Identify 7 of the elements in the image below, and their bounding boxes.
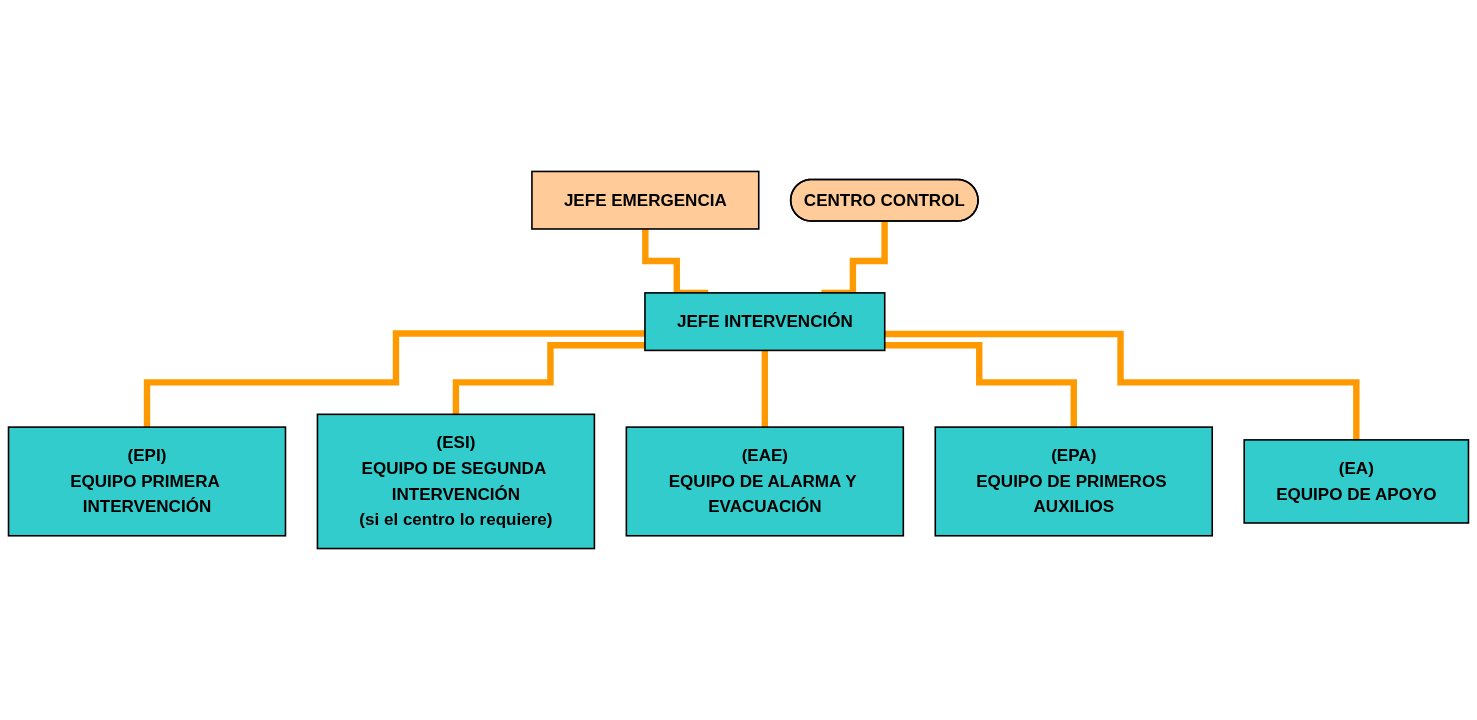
node-box: (EPA) EQUIPO DE PRIMEROS AUXILIOS bbox=[934, 426, 1214, 537]
node-box: (EA) EQUIPO DE APOYO bbox=[1243, 439, 1470, 524]
node-box: JEFE EMERGENCIA bbox=[531, 170, 760, 230]
node-box: (EPI) EQUIPO PRIMERA INTERVENCIÓN bbox=[7, 426, 287, 537]
node-box: (ESI) EQUIPO DE SEGUNDA INTERVENCIÓN (si el centro lo requiere) bbox=[316, 413, 596, 550]
node-box: (EAE) EQUIPO DE ALARMA Y EVACUACIÓN bbox=[625, 426, 905, 537]
node-box: JEFE INTERVENCIÓN bbox=[644, 292, 886, 352]
